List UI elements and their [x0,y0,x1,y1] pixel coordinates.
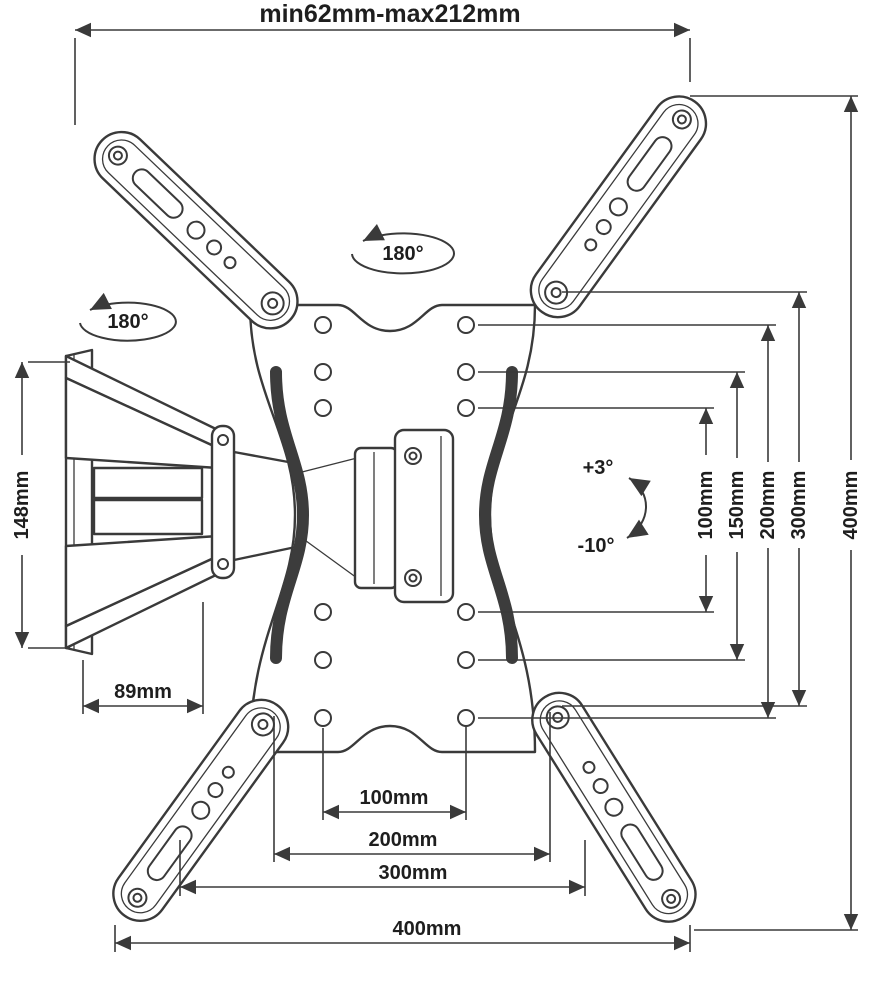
rotation-indicator-top [351,224,455,275]
plate-curved-slots [270,366,518,664]
dim-label-h-400: 400mm [393,918,462,940]
dim-label-height-148: 148mm [11,471,33,540]
tilt-up-label: +3° [583,457,614,479]
rotation-label-top: 180° [382,243,423,265]
vesa-arm-bottom-left [101,687,301,933]
dim-label-v-300: 300mm [788,471,810,540]
tilt-down-label: -10° [578,535,615,557]
dimension-lines [14,22,859,951]
dim-label-h-300: 300mm [379,862,448,884]
rotation-label-left: 180° [107,311,148,333]
dim-label-v-150: 150mm [726,471,748,540]
dim-label-h-100: 100mm [360,787,429,809]
dim-label-v-100: 100mm [695,471,717,540]
tilt-head [301,428,455,604]
dim-label-v-400: 400mm [840,471,862,540]
rotation-indicator-left [79,292,177,342]
vesa-arm-top-left [82,119,310,341]
tilt-indicator [626,477,651,539]
dim-label-depth-89: 89mm [114,681,172,703]
dim-label-top-span: min62mm-max212mm [259,0,520,28]
dim-label-v-200: 200mm [757,471,779,540]
vesa-holes [314,316,475,727]
dim-label-h-200: 200mm [369,829,438,851]
dimension-labels: min62mm-max212mm 180° 180° +3° -10° 148m… [11,0,862,940]
